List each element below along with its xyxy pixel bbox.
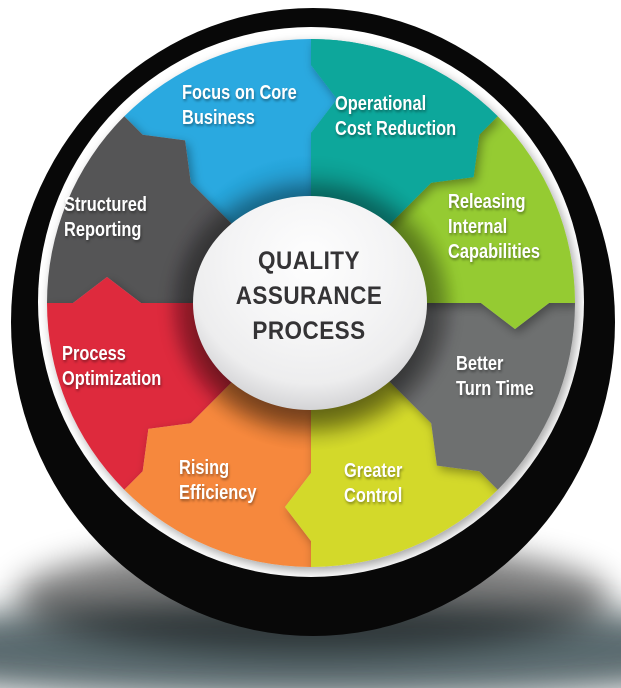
center-title-line: PROCESS [252, 317, 366, 345]
label-line: Reporting [64, 219, 142, 241]
label-line: Efficiency [179, 482, 257, 504]
label-process-optimization: Process Optimization [62, 342, 161, 392]
label-line: Internal [448, 216, 508, 238]
label-operational-cost-reduction: Operational Cost Reduction [335, 92, 456, 142]
label-line: Focus on Core [182, 82, 297, 104]
segment-operational-cost-reduction: Operational Cost Reduction [311, 38, 498, 230]
center-title-line: QUALITY [258, 247, 360, 275]
label-line: Optimization [62, 368, 162, 390]
label-line: Rising [179, 457, 230, 479]
label-line: Capabilities [448, 241, 541, 263]
label-better-turn-time: Better Turn Time [456, 352, 534, 402]
center-title-line: ASSURANCE [235, 282, 383, 310]
label-structured-reporting: Structured Reporting [64, 193, 147, 243]
label-line: Greater [344, 460, 403, 482]
label-line: Business [182, 107, 255, 129]
center-sphere [193, 196, 427, 410]
label-line: Better [456, 353, 504, 375]
label-line: Structured [64, 194, 147, 216]
label-line: Control [344, 485, 403, 507]
wheel-center-title: QUALITY ASSURANCE PROCESS [201, 244, 417, 349]
label-line: Process [62, 343, 126, 365]
label-line: Turn Time [456, 378, 534, 400]
label-releasing-internal-capabilities: Releasing Internal Capabilities [448, 190, 540, 265]
label-line: Operational [335, 93, 427, 115]
label-greater-control: Greater Control [344, 459, 402, 509]
label-focus-on-core-business: Focus on Core Business [182, 81, 297, 131]
label-rising-efficiency: Rising Efficiency [179, 456, 256, 506]
label-line: Releasing [448, 191, 526, 213]
label-line: Cost Reduction [335, 118, 457, 140]
segment-focus-on-core-business: Focus on Core Business [124, 38, 337, 230]
